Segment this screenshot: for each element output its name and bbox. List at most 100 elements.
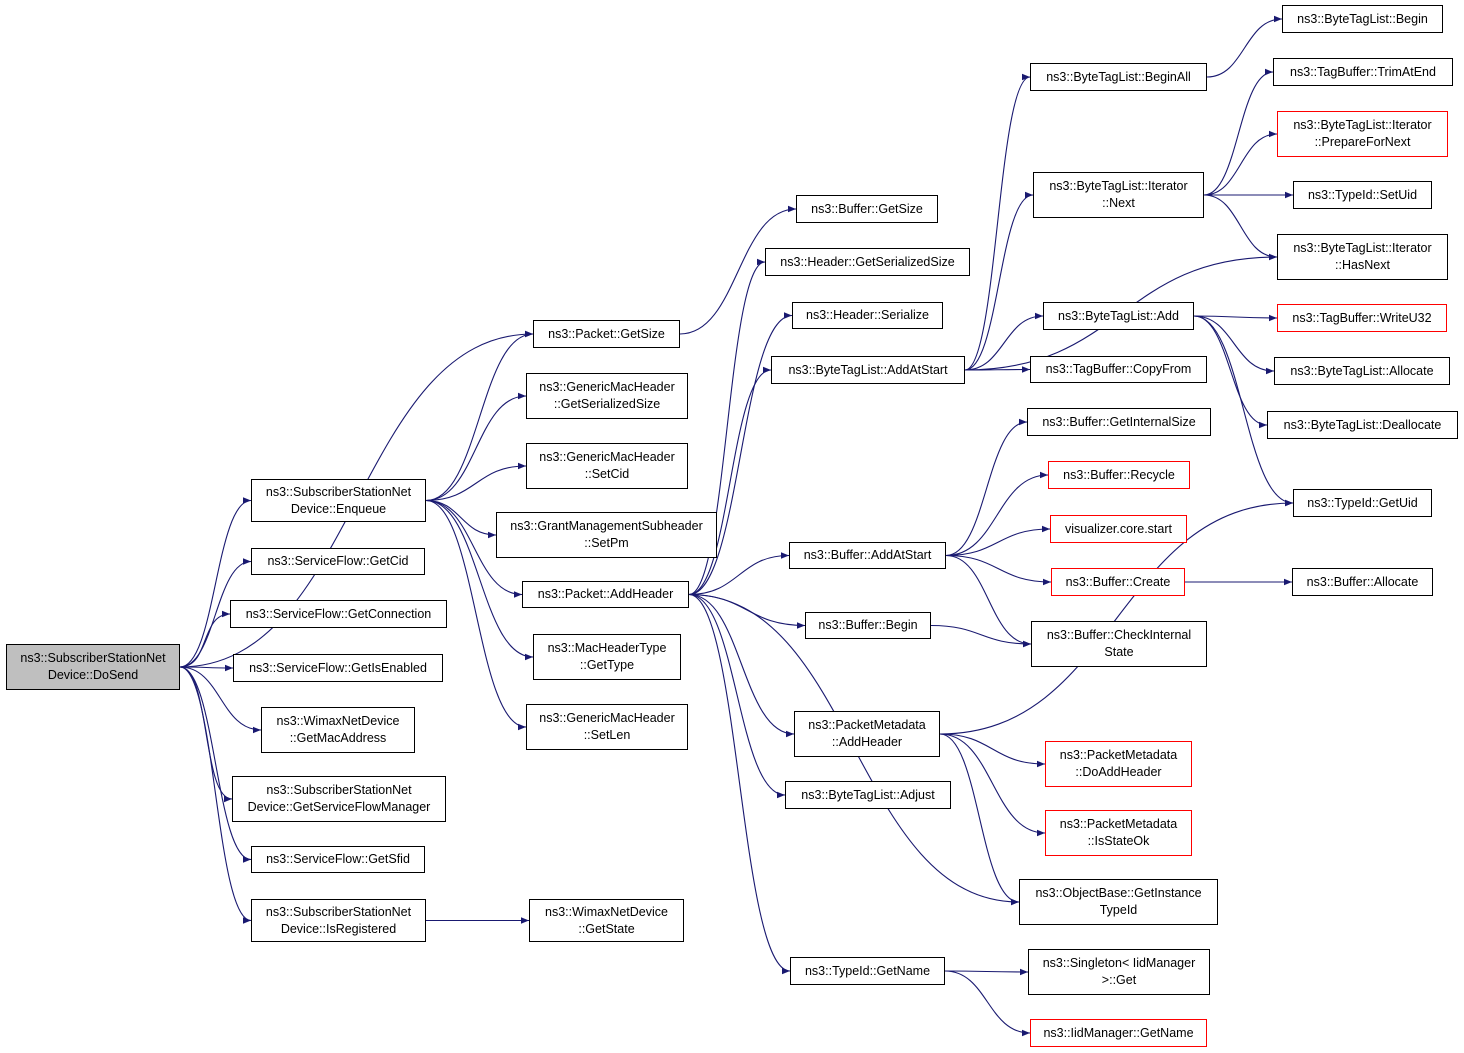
node-label-line: ::PrepareForNext — [1314, 135, 1411, 149]
node-wimax-getstate[interactable]: ns3::WimaxNetDevice::GetState — [529, 899, 684, 942]
node-btl-addatstart[interactable]: ns3::ByteTagList::AddAtStart — [771, 356, 965, 384]
node-sf-getconnection[interactable]: ns3::ServiceFlow::GetConnection — [230, 600, 447, 628]
node-label-line: ns3::WimaxNetDevice — [545, 904, 668, 919]
node-singleton-get[interactable]: ns3::Singleton< IidManager >::Get — [1028, 949, 1210, 995]
node-buffer-begin[interactable]: ns3::Buffer::Begin — [805, 612, 931, 639]
node-btl-deallocate[interactable]: ns3::ByteTagList::Deallocate — [1267, 411, 1458, 439]
node-gms-setpm[interactable]: ns3::GrantManagementSubheader::SetPm — [496, 512, 717, 558]
node-label-line: ns3::Singleton< IidManager — [1042, 956, 1196, 970]
node-buffer-allocate[interactable]: ns3::Buffer::Allocate — [1292, 568, 1433, 596]
node-label-line: ns3::ByteTagList::AddAtStart — [788, 362, 948, 377]
node-label-line: ns3::ByteTagList::Iterator — [1293, 118, 1432, 132]
node-viz-start[interactable]: visualizer.core.start — [1050, 515, 1187, 543]
node-typeid-getuid[interactable]: ns3::TypeId::GetUid — [1293, 489, 1432, 517]
node-iidmanager-getname[interactable]: ns3::IidManager::GetName — [1030, 1019, 1207, 1047]
edge-buffer-addatstart-to-buffer-recycle — [945, 471, 1049, 557]
node-pm-addheader[interactable]: ns3::PacketMetadata::AddHeader — [794, 711, 940, 757]
node-label-line: ns3::Buffer::GetInternalSize — [1042, 414, 1196, 429]
node-label-line: Device::Enqueue — [290, 501, 387, 516]
node-tb-copyfrom[interactable]: ns3::TagBuffer::CopyFrom — [1030, 356, 1207, 383]
node-label-line: ns3::ByteTagList::Iterator — [1293, 241, 1432, 255]
node-btl-add[interactable]: ns3::ByteTagList::Add — [1043, 302, 1194, 330]
node-pm-doaddheader[interactable]: ns3::PacketMetadata::DoAddHeader — [1045, 741, 1192, 787]
node-label-line: ns3::Header::GetSerializedSize — [780, 254, 955, 269]
edge-pm-addheader-to-typeid-getuid — [939, 499, 1294, 735]
node-label-line: ns3::TagBuffer::TrimAtEnd — [1290, 64, 1436, 79]
node-label-line: ::SetCid — [584, 467, 630, 481]
node-label-line: Device::IsRegistered — [280, 921, 397, 936]
node-tb-trimatend[interactable]: ns3::TagBuffer::TrimAtEnd — [1273, 58, 1453, 86]
node-tb-writeu32[interactable]: ns3::TagBuffer::WriteU32 — [1277, 304, 1447, 332]
node-btl-adjust[interactable]: ns3::ByteTagList::Adjust — [785, 781, 951, 809]
node-btl-iter-hasnext[interactable]: ns3::ByteTagList::Iterator::HasNext — [1277, 234, 1448, 280]
node-buffer-getsize[interactable]: ns3::Buffer::GetSize — [796, 195, 938, 223]
node-label-line: ns3::WimaxNetDevice — [276, 714, 400, 728]
edge-typeid-getname-to-singleton-get — [944, 968, 1029, 976]
edge-dosend-to-sf-getcid — [179, 558, 252, 668]
node-label-line: Device::GetServiceFlowManager — [247, 800, 431, 814]
node-packet-getsize[interactable]: ns3::Packet::GetSize — [533, 320, 680, 348]
edge-btl-add-to-btl-deallocate — [1193, 315, 1268, 429]
edge-packet-addheader-to-typeid-getname — [688, 593, 791, 975]
edge-buffer-addatstart-to-buffer-getinternalsize — [945, 418, 1028, 557]
node-pm-isstateok[interactable]: ns3::PacketMetadata::IsStateOk — [1045, 810, 1192, 856]
edge-btl-iter-next-to-btl-iter-hasnext — [1203, 194, 1278, 261]
node-buffer-addatstart[interactable]: ns3::Buffer::AddAtStart — [789, 542, 946, 569]
node-label-line: ns3::GenericMacHeader — [539, 380, 675, 394]
edge-pm-addheader-to-ob-getinstancetypeid — [939, 733, 1020, 906]
node-label-line: ns3::Buffer::CheckInternal — [1046, 628, 1192, 642]
edge-btl-add-to-btl-allocate — [1193, 315, 1275, 375]
node-header-getserializedsize[interactable]: ns3::Header::GetSerializedSize — [765, 248, 970, 276]
node-sf-getsfid[interactable]: ns3::ServiceFlow::GetSfid — [251, 846, 425, 873]
node-buffer-create[interactable]: ns3::Buffer::Create — [1051, 568, 1185, 596]
node-label-line: ns3::Header::Serialize — [806, 308, 929, 322]
edge-packet-getsize-to-buffer-getsize — [679, 205, 797, 335]
node-label-line: ns3::TagBuffer::CopyFrom — [1045, 362, 1192, 376]
edge-enqueue-to-gmh-setlen — [425, 499, 527, 731]
node-label-line: ::HasNext — [1335, 258, 1390, 272]
node-mht-gettype[interactable]: ns3::MacHeaderType::GetType — [533, 634, 681, 680]
node-label-line: ns3::Packet::AddHeader — [537, 587, 674, 601]
node-label-line: ns3::ByteTagList::BeginAll — [1046, 69, 1191, 84]
edge-btl-addatstart-to-btl-iter-next — [964, 191, 1034, 371]
node-label-line: ns3::Buffer::Allocate — [1306, 574, 1419, 589]
node-label-line: ns3::ByteTagList::Adjust — [801, 787, 935, 802]
node-buffer-getinternalsize[interactable]: ns3::Buffer::GetInternalSize — [1027, 408, 1211, 436]
node-btl-iter-next[interactable]: ns3::ByteTagList::Iterator::Next — [1033, 172, 1204, 218]
edge-enqueue-to-gmh-getserializedsize — [425, 392, 527, 502]
edge-packet-addheader-to-pm-addheader — [688, 593, 795, 738]
node-typeid-setuid[interactable]: ns3::TypeId::SetUid — [1293, 181, 1432, 209]
edge-btl-addatstart-to-tb-copyfrom — [964, 366, 1031, 373]
node-wimax-getmac[interactable]: ns3::WimaxNetDevice::GetMacAddress — [261, 707, 415, 753]
node-btl-iter-preparefornext[interactable]: ns3::ByteTagList::Iterator::PrepareForNe… — [1277, 111, 1448, 157]
node-packet-addheader[interactable]: ns3::Packet::AddHeader — [522, 581, 689, 608]
node-btl-begin[interactable]: ns3::ByteTagList::Begin — [1282, 5, 1443, 33]
edge-packet-addheader-to-btl-addatstart — [688, 366, 772, 596]
node-gmh-setlen[interactable]: ns3::GenericMacHeader::SetLen — [526, 704, 688, 750]
node-btl-beginall[interactable]: ns3::ByteTagList::BeginAll — [1030, 63, 1207, 91]
node-gmh-getserializedsize[interactable]: ns3::GenericMacHeader::GetSerializedSize — [526, 373, 688, 419]
node-typeid-getname[interactable]: ns3::TypeId::GetName — [790, 957, 945, 985]
node-btl-allocate[interactable]: ns3::ByteTagList::Allocate — [1274, 357, 1450, 385]
node-label-line: ns3::GrantManagementSubheader — [510, 519, 703, 533]
node-buffer-recycle[interactable]: ns3::Buffer::Recycle — [1048, 461, 1190, 489]
node-label-line: ns3::Buffer::Begin — [818, 618, 918, 632]
node-label-line: ns3::Buffer::GetSize — [811, 201, 923, 216]
edge-packet-addheader-to-buffer-addatstart — [688, 552, 790, 596]
edge-btl-iter-next-to-btl-iter-preparefornext — [1203, 130, 1278, 196]
edge-btl-addatstart-to-btl-add — [964, 312, 1044, 371]
node-header-serialize[interactable]: ns3::Header::Serialize — [792, 302, 943, 329]
node-label-line: ns3::GenericMacHeader — [539, 450, 675, 464]
node-label-line: ns3::IidManager::GetName — [1043, 1025, 1194, 1040]
node-sf-getcid[interactable]: ns3::ServiceFlow::GetCid — [251, 548, 425, 575]
node-label-line: visualizer.core.start — [1065, 521, 1172, 536]
edge-btl-add-to-tb-writeu32 — [1193, 314, 1278, 322]
node-gmh-setcid[interactable]: ns3::GenericMacHeader::SetCid — [526, 443, 688, 489]
node-sf-getisenabled[interactable]: ns3::ServiceFlow::GetIsEnabled — [233, 654, 443, 682]
